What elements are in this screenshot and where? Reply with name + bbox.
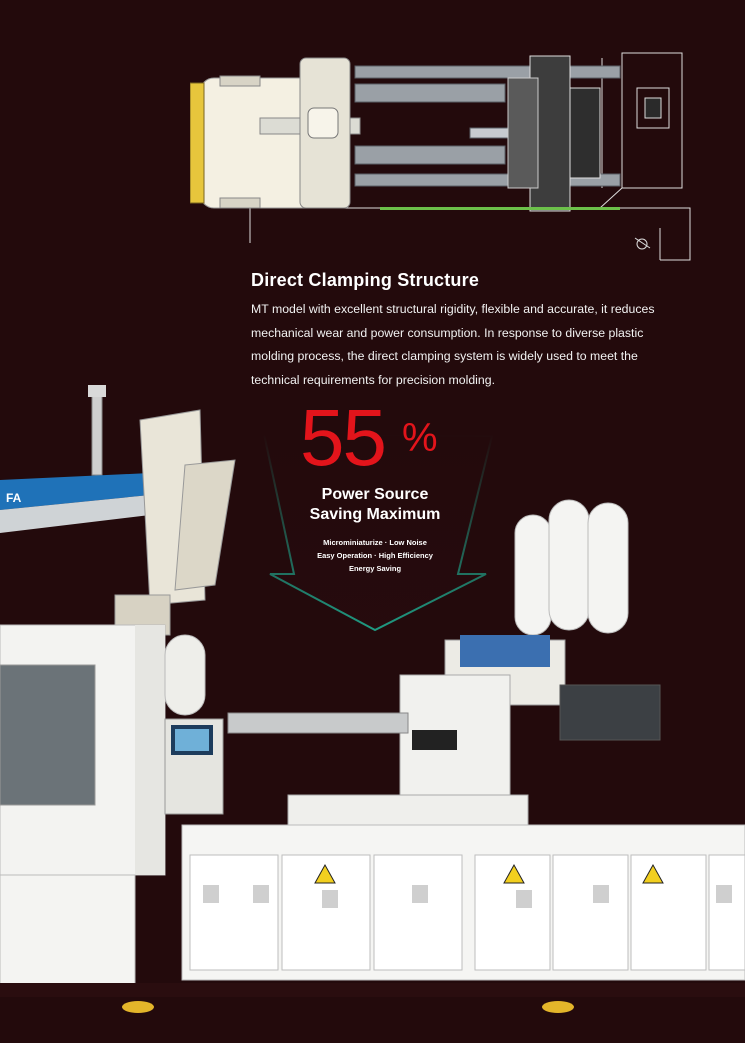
saving-percentage-value: 55 bbox=[300, 393, 387, 482]
description-line: molding process, the direct clamping sys… bbox=[251, 349, 638, 363]
feature-line: Energy Saving bbox=[348, 564, 402, 573]
description-line: technical requirements for precision mol… bbox=[251, 372, 496, 387]
power-saving-headline: Saving Maximum bbox=[309, 506, 441, 523]
section-title: Direct Clamping Structure bbox=[251, 270, 480, 290]
robot-brand-label: FA bbox=[6, 491, 22, 505]
section-description: MT model with excellent structural rigid… bbox=[251, 298, 691, 392]
clamping-structure-drawing bbox=[190, 52, 691, 261]
percent-sign: % bbox=[402, 416, 438, 460]
power-saving-headline: Power Source bbox=[321, 486, 429, 503]
feature-line: Microminiaturize · Low Noise bbox=[323, 538, 427, 547]
description-line: mechanical wear and power consumption. I… bbox=[251, 325, 644, 340]
injection-molding-machine-image: FA bbox=[0, 385, 745, 1013]
feature-line: Easy Operation · High Efficiency bbox=[317, 551, 433, 560]
description-line: MT model with excellent structural rigid… bbox=[251, 302, 655, 316]
down-arrow-graphic bbox=[262, 432, 494, 632]
